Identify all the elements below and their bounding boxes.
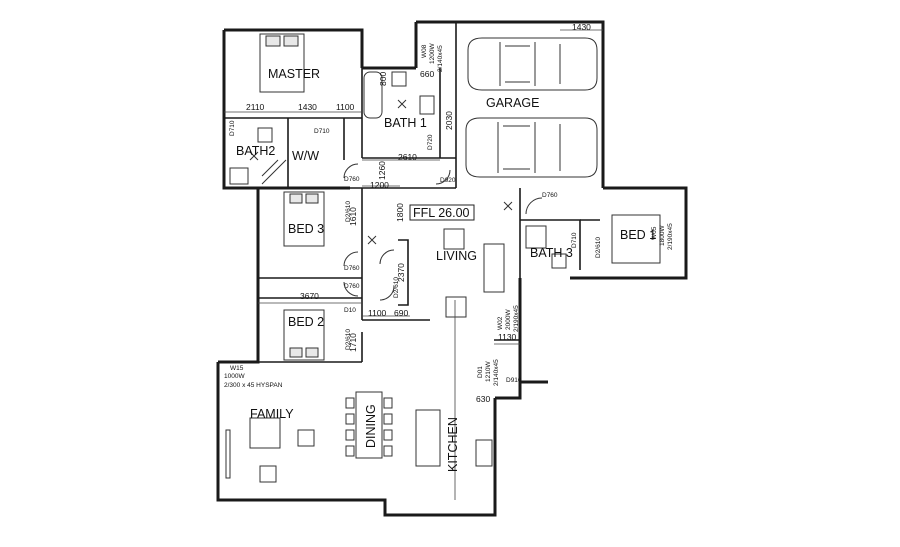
family-hearth: [225, 429, 231, 479]
bath3-shower: [525, 225, 547, 249]
bath1-tub: [363, 71, 383, 119]
room-label-dining: DINING: [364, 404, 378, 448]
car-top: [467, 37, 598, 91]
door-bed2: D760: [344, 283, 360, 290]
door-bath1: D720: [427, 134, 434, 150]
window-w08-head: 2/140x45: [437, 45, 444, 72]
dim-2110: 2110: [246, 102, 265, 112]
window-labels: W08 1200W 2/140x45 W05 1800W 2/190x45 W0…: [224, 43, 674, 389]
door-d910: D910: [506, 377, 522, 384]
garage-cars: [465, 37, 598, 178]
window-w08-size: 1200W: [429, 43, 436, 64]
bed1-bed: [611, 214, 661, 264]
window-w05: W05: [651, 226, 658, 240]
dining-table: [355, 391, 383, 459]
door-hall2: D920: [440, 177, 456, 184]
kitchen-sink: [475, 439, 493, 467]
dim-2030: 2030: [444, 111, 454, 130]
fixtures: [225, 33, 661, 483]
dim-690: 690: [394, 308, 408, 318]
door-bath3: D760: [542, 192, 558, 199]
room-label-bath1: BATH 1: [384, 116, 427, 130]
door-bed2-robe: D2/610: [345, 329, 352, 350]
window-w15: W15: [230, 365, 244, 372]
living-sofa: [483, 243, 505, 293]
bath3-toilet: [551, 253, 567, 269]
room-labels: MASTER GARAGE BATH 1 BATH2 W/W BED 3 BED…: [236, 67, 656, 472]
bed3-bed: [283, 191, 325, 247]
family-chair-2: [259, 465, 277, 483]
room-label-bath3: BATH 3: [530, 246, 573, 260]
door-bed1-robe: D2/610: [595, 237, 602, 258]
door-ww: D710: [314, 128, 330, 135]
dim-1130: 1130: [498, 332, 517, 342]
dim-1610: 1610: [348, 207, 358, 226]
door-bath3-inner: D710: [571, 232, 578, 248]
room-label-ww: W/W: [292, 149, 319, 163]
dim-800: 800: [378, 72, 388, 86]
kitchen-island: [415, 409, 441, 467]
door-swings: [343, 163, 543, 301]
window-w15-size: 1000W: [224, 373, 245, 380]
dim-630: 630: [476, 394, 490, 404]
window-w15-head: 2/300 x 45 HYSPAN: [224, 382, 283, 389]
dim-3670: 3670: [300, 291, 319, 301]
door-bed3: D760: [344, 265, 360, 272]
living-chair-2: [445, 296, 467, 318]
window-w02: W02: [497, 316, 504, 330]
window-w02-head: 2/190x45: [513, 305, 520, 332]
room-label-kitchen: KITCHEN: [446, 417, 460, 472]
dim-660: 660: [420, 69, 434, 79]
ffl-level: FFL 26.00: [409, 204, 475, 221]
room-label-bed1: BED 1: [620, 228, 656, 242]
room-label-bed3: BED 3: [288, 222, 324, 236]
door-bed2-small: D10: [344, 307, 356, 314]
dim-1100-bed2: 1100: [368, 308, 387, 318]
door-bed3-robe: D2/610: [345, 201, 352, 222]
car-bottom: [465, 117, 598, 178]
bath2-shower: [261, 159, 287, 185]
dim-1710: 1710: [348, 333, 358, 352]
bath2-basin: [229, 167, 249, 185]
window-w02-size: 2000W: [505, 309, 512, 330]
room-label-garage: GARAGE: [486, 96, 540, 110]
dim-2370: 2370: [396, 263, 406, 282]
door-d01-head: 2/140x45: [493, 359, 500, 386]
room-label-living: LIVING: [436, 249, 477, 263]
bath2-toilet: [257, 127, 273, 143]
walls: [216, 20, 688, 517]
window-w05-size: 1800W: [659, 225, 666, 246]
ffl-label: FFL 26.00: [413, 206, 470, 220]
door-master-ens: D710: [229, 120, 236, 136]
room-label-bath2: BATH2: [236, 144, 275, 158]
dimension-lines: [224, 29, 603, 500]
door-d01-size: 1210W: [485, 361, 492, 382]
room-label-master: MASTER: [268, 67, 320, 81]
dimension-labels: 1430 2110 1430 1100 660 800 2030 2610 12…: [246, 22, 591, 404]
bath1-toilet: [391, 71, 407, 87]
window-w05-head: 2/190x45: [667, 223, 674, 250]
door-hall-robe: D2/610: [393, 277, 400, 298]
door-d01: D01: [477, 366, 484, 378]
dim-1430-mid: 1430: [298, 102, 317, 112]
dim-1200: 1200: [370, 180, 389, 190]
door-labels: D710 D710 D720 D760 D920 D2/610 D760 D2/…: [229, 120, 602, 384]
master-bed: [259, 33, 305, 93]
dim-1430-top: 1430: [572, 22, 591, 32]
dim-1800: 1800: [395, 203, 405, 222]
dim-1100-master: 1100: [336, 102, 355, 112]
room-label-bed2: BED 2: [288, 315, 324, 329]
dim-2610: 2610: [398, 152, 417, 162]
room-label-family: FAMILY: [250, 407, 294, 421]
family-chair: [297, 429, 315, 447]
dim-1260: 1260: [377, 161, 387, 180]
door-hall1: D760: [344, 176, 360, 183]
family-lounge: [249, 417, 281, 449]
bath1-basin: [419, 95, 435, 115]
living-chair: [443, 228, 465, 250]
bed2-bed: [283, 309, 325, 361]
window-w08: W08: [421, 44, 428, 58]
